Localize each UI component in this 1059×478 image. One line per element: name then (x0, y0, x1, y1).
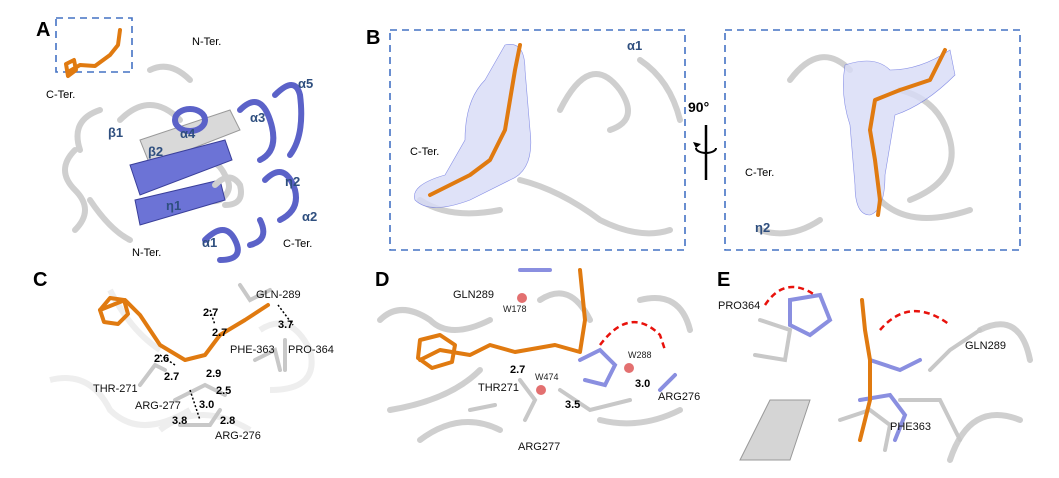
ligand (98, 298, 270, 362)
panel-d-label: D (375, 269, 389, 291)
distance-label: 2.7 (203, 307, 218, 319)
residue-label: GLN289 (453, 289, 494, 301)
protein-ribbon (757, 54, 973, 237)
ligand (418, 268, 587, 362)
water-label: W288 (628, 350, 652, 360)
residue-label: PRO364 (718, 300, 760, 312)
conformational-change-arrows (763, 285, 951, 331)
residue-label: GLN-289 (256, 289, 301, 301)
ligand (64, 28, 122, 78)
residue-sticks (138, 283, 287, 427)
helix-cartoon (739, 399, 811, 461)
residue-sticks-apo (753, 318, 982, 452)
panel-e-label: E (717, 269, 730, 291)
distance-label: 2.6 (154, 353, 169, 365)
eta1-label: η1 (166, 198, 181, 213)
protein-cartoon (62, 63, 305, 263)
distance-label: 2.5 (216, 385, 231, 397)
ligand-ring (98, 296, 130, 326)
panel-b-label: B (366, 27, 380, 49)
alpha5-label: α5 (298, 76, 313, 91)
residue-label: ARG277 (518, 441, 560, 453)
residue-label: PHE-363 (230, 344, 275, 356)
alpha4-label: α4 (180, 126, 196, 141)
alpha1-label: α1 (202, 235, 217, 250)
distance-label: 2.7 (510, 364, 525, 376)
alpha2-label: α2 (302, 209, 317, 224)
panel-b-left-box (389, 29, 686, 251)
ligand-box (55, 17, 133, 73)
hydrogen-bonds (159, 304, 294, 421)
distance-label: 3.0 (199, 399, 214, 411)
residue-label: PRO-364 (288, 344, 334, 356)
residue-sticks-bound (788, 292, 922, 442)
alpha1-label: α1 (627, 38, 642, 53)
residue-label: THR-271 (93, 383, 138, 395)
electron-density-mesh (843, 49, 956, 216)
distance-label: 3.7 (278, 319, 293, 331)
residue-label: ARG-277 (135, 400, 181, 412)
c-ter-label: C-Ter. (410, 146, 439, 158)
residue-label: THR271 (478, 382, 519, 394)
panel-e: E PRO364 GLN289 PHE363 (717, 269, 1033, 463)
residue-label: ARG-276 (215, 430, 261, 442)
beta2-label: β2 (148, 144, 163, 159)
panel-b-right-box (724, 29, 1021, 251)
alpha3-label: α3 (250, 110, 265, 125)
water-label: W178 (503, 304, 527, 314)
distance-label: 2.7 (164, 371, 179, 383)
conformational-change-arrow (599, 320, 667, 351)
distance-label: 2.7 (212, 327, 227, 339)
distance-label: 3.0 (635, 378, 650, 390)
distance-label: 2.9 (206, 368, 221, 380)
rotation-label: 90° (688, 99, 709, 115)
n-ter-top-label: N-Ter. (192, 36, 221, 48)
panel-d: D GLN289 THR271 ARG277 ARG276 W178 W288 … (375, 268, 700, 453)
ligand (428, 43, 522, 197)
water-w474 (536, 385, 546, 395)
ligand-ring (416, 333, 457, 370)
protein-ribbon (377, 290, 693, 443)
ligand (858, 298, 872, 442)
ligand (868, 48, 947, 217)
panel-b: B α1 C-Ter. 90° C-Ter. η2 (366, 27, 1021, 251)
distance-label: 2.8 (220, 415, 235, 427)
n-ter-bottom-label: N-Ter. (132, 247, 161, 259)
panel-a: A N-Ter. C-Ter. α4 α3 α5 β1 β2 η2 η1 α1 … (36, 17, 317, 263)
residue-label: GLN289 (965, 340, 1006, 352)
electron-density-mesh (414, 43, 532, 208)
panel-a-label: A (36, 19, 50, 41)
protein-ribbon (417, 57, 683, 237)
protein-ribbon (49, 288, 315, 433)
c-ter-label: C-Ter. (745, 167, 774, 179)
residue-label: PHE363 (890, 421, 931, 433)
panel-c-label: C (33, 269, 47, 291)
c-ter-bottom-label: C-Ter. (283, 238, 312, 250)
eta2-label: η2 (285, 174, 300, 189)
residue-sticks-bound (518, 268, 677, 392)
c-ter-left-label: C-Ter. (46, 89, 75, 101)
eta2-label: η2 (755, 220, 770, 235)
protein-ribbon (947, 321, 1033, 463)
water-label: W474 (535, 372, 559, 382)
distance-label: 3.8 (172, 415, 187, 427)
distance-label: 3.5 (565, 399, 580, 411)
beta1-label: β1 (108, 125, 123, 140)
rotation-icon (693, 125, 717, 180)
water-w178 (517, 293, 527, 303)
residue-label: ARG276 (658, 391, 700, 403)
panel-c: C GLN-289 PHE-363 PRO-364 THR-271 ARG-27… (33, 269, 334, 442)
water-w288 (624, 363, 634, 373)
residue-sticks-apo (468, 378, 632, 422)
